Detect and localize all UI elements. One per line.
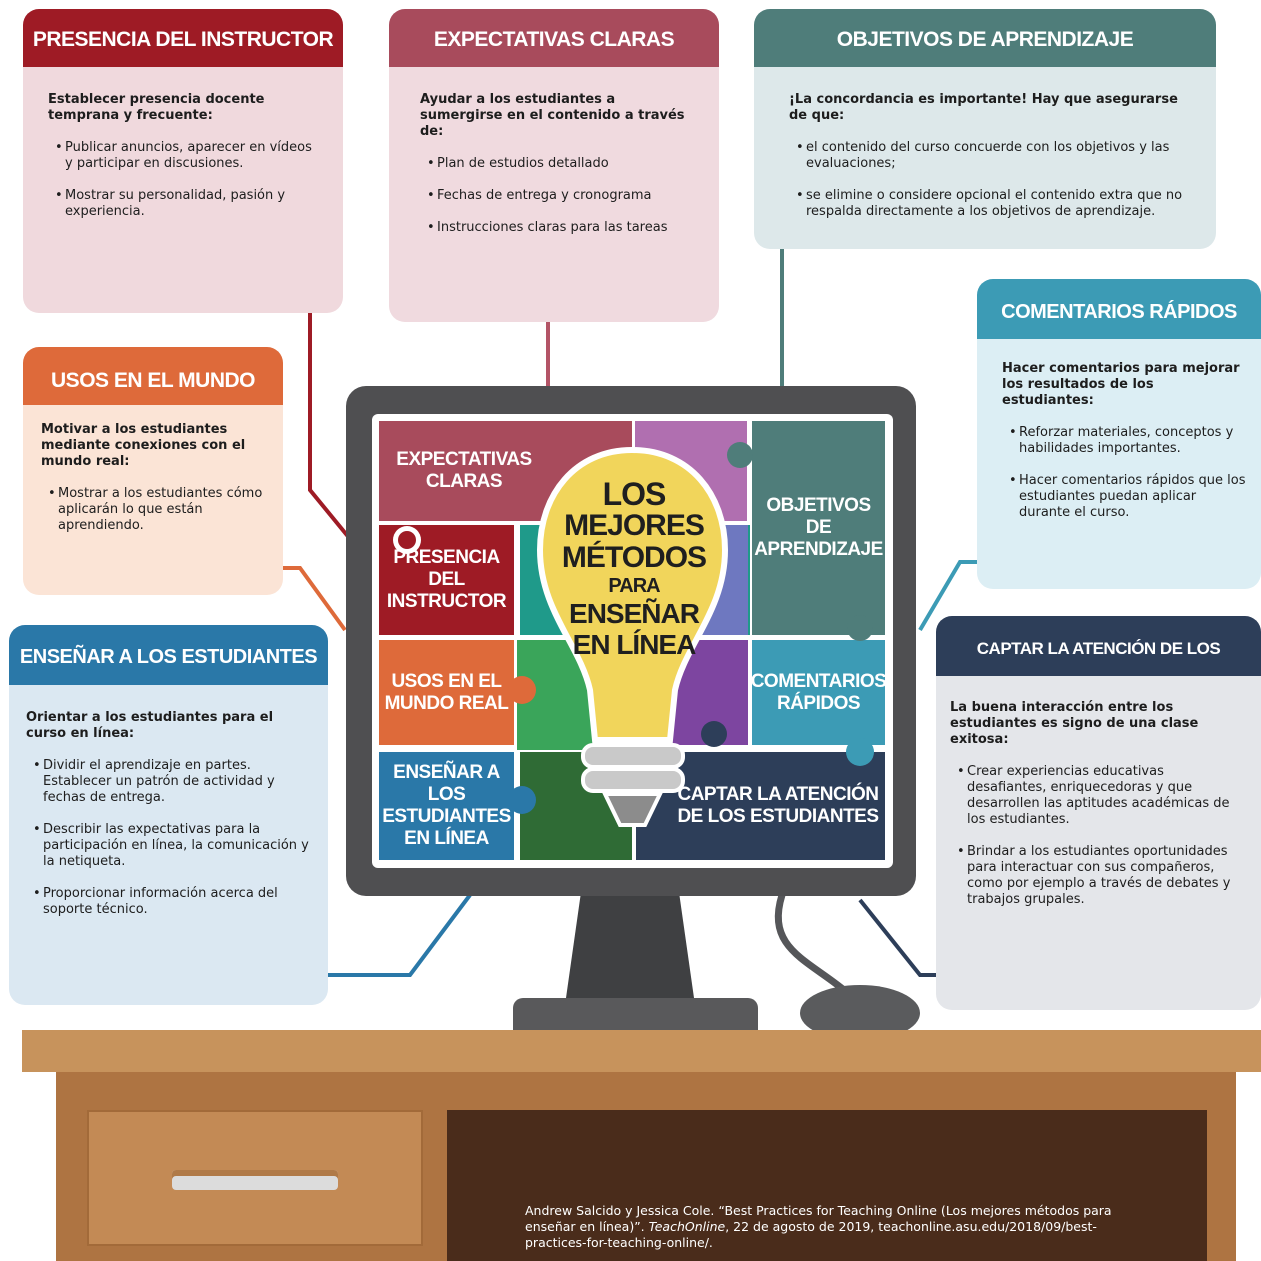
card-header: ENSEÑAR A LOS ESTUDIANTES EN LÍNEA [9, 625, 328, 732]
card-body: Orientar a los estudiantes para el curso… [9, 685, 328, 1005]
list-item: Proporcionar información acerca del sopo… [26, 886, 316, 918]
card-intro: Motivar a los estudiantes mediante conex… [41, 422, 246, 469]
monitor-base [513, 998, 758, 1033]
card-usos-mundo-real: USOS EN EL MUNDO REAL Motivar a los estu… [23, 347, 283, 595]
drawer-handle [172, 1170, 338, 1190]
list-item: Describir las expectativas para la parti… [26, 822, 316, 870]
list-item: Dividir el aprendizaje en partes. Establ… [26, 758, 316, 806]
piece-line: EN LÍNEA [404, 828, 489, 849]
list-item: Mostrar su personalidad, pasión y experi… [48, 188, 321, 220]
piece-line: PRESENCIA [393, 547, 500, 568]
piece-line: LOS ESTUDIANTES [382, 784, 511, 827]
piece-line: EXPECTATIVAS [396, 449, 532, 470]
card-presencia-instructor: PRESENCIA DEL INSTRUCTOR Establecer pres… [23, 9, 343, 313]
bulb-line: EN LÍNEA [572, 629, 697, 660]
bulb-line: PARA [608, 575, 660, 597]
piece-line: CLARAS [425, 471, 503, 492]
piece-line: OBJETIVOS DE [766, 495, 871, 538]
citation-text: , 22 de agosto de 2019, teachonline.asu.… [525, 1219, 1097, 1250]
list-item: se elimine o considere opcional el conte… [789, 188, 1194, 220]
list-item: Publicar anuncios, aparecer en vídeos y … [48, 140, 321, 172]
piece-line: ENSEÑAR A [393, 762, 500, 783]
piece-line: USOS EN EL [391, 670, 502, 692]
mouse-cable [774, 893, 920, 1040]
card-body: Establecer presencia docente temprana y … [23, 67, 343, 313]
card-header: COMENTARIOS RÁPIDOS [977, 279, 1261, 339]
list-item: Mostrar a los estudiantes cómo aplicarán… [41, 486, 265, 534]
piece-line: COMENTARIOS [750, 670, 887, 692]
card-body: ¡La concordancia es importante! Hay que … [754, 67, 1216, 249]
card-intro: Ayudar a los estudiantes a sumergirse en… [420, 92, 685, 139]
bulb-title: LOS MEJORES MÉTODOS PARA ENSEÑAR EN LÍNE… [545, 478, 723, 660]
card-header: PRESENCIA DEL INSTRUCTOR [23, 9, 343, 67]
piece-line: CAPTAR LA ATENCIÓN [677, 784, 879, 805]
card-intro: Establecer presencia docente temprana y … [48, 92, 265, 123]
citation-text: Andrew Salcido y Jessica Cole. “Best Pra… [525, 1203, 1112, 1234]
card-header: USOS EN EL MUNDO REAL [23, 347, 283, 460]
card-intro: La buena interacción entre los estudiant… [950, 700, 1199, 747]
piece-line: RÁPIDOS [776, 692, 861, 714]
card-ensenar-en-linea: ENSEÑAR A LOS ESTUDIANTES EN LÍNEA Orien… [9, 625, 328, 1005]
card-expectativas-claras: EXPECTATIVAS CLARAS Ayudar a los estudia… [389, 9, 719, 322]
card-intro: ¡La concordancia es importante! Hay que … [789, 92, 1178, 123]
citation-journal: TeachOnline [648, 1219, 726, 1234]
monitor-stand [565, 895, 695, 1005]
list-item: Hacer comentarios rápidos que los estudi… [1002, 473, 1247, 521]
card-captar-atencion: CAPTAR LA ATENCIÓN DE LOS ESTUDIANTES La… [936, 616, 1261, 1010]
list-item: Brindar a los estudiantes oportunidades … [950, 844, 1247, 908]
card-body: Ayudar a los estudiantes a sumergirse en… [389, 67, 719, 322]
list-item: Instrucciones claras para las tareas [420, 220, 697, 236]
card-header: EXPECTATIVAS CLARAS [389, 9, 719, 67]
piece-line: MUNDO REAL [384, 692, 509, 714]
bulb-line: MÉTODOS [561, 541, 707, 574]
bulb-line: MEJORES [564, 509, 705, 542]
piece-line: APRENDIZAJE [754, 539, 883, 560]
card-header: OBJETIVOS DE APRENDIZAJE [754, 9, 1216, 67]
piece-line: DEL INSTRUCTOR [386, 569, 507, 612]
card-intro: Hacer comentarios para mejorar los resul… [1002, 361, 1240, 408]
desk-cabinet [447, 1110, 1207, 1261]
card-body: Hacer comentarios para mejorar los resul… [977, 339, 1261, 589]
list-item: Reforzar materiales, conceptos y habilid… [1002, 425, 1247, 457]
list-item: el contenido del curso concuerde con los… [789, 140, 1194, 172]
light-bulb [536, 446, 729, 827]
piece-line: DE LOS ESTUDIANTES [677, 806, 879, 827]
list-item: Plan de estudios detallado [420, 156, 697, 172]
bulb-line: LOS [602, 476, 667, 512]
card-body: Motivar a los estudiantes mediante conex… [23, 405, 283, 595]
card-header: CAPTAR LA ATENCIÓN DE LOS ESTUDIANTES [936, 616, 1261, 724]
card-comentarios-rapidos: COMENTARIOS RÁPIDOS Hacer comentarios pa… [977, 279, 1261, 589]
card-objetivos-aprendizaje: OBJETIVOS DE APRENDIZAJE ¡La concordanci… [754, 9, 1216, 249]
bulb-line: ENSEÑAR [569, 598, 700, 629]
citation: Andrew Salcido y Jessica Cole. “Best Pra… [525, 1203, 1145, 1251]
card-body: La buena interacción entre los estudiant… [936, 676, 1261, 1010]
list-item: Fechas de entrega y cronograma [420, 188, 697, 204]
list-item: Crear experiencias educativas desafiante… [950, 764, 1247, 828]
card-intro: Orientar a los estudiantes para el curso… [26, 710, 274, 741]
desk-top [22, 1030, 1261, 1072]
